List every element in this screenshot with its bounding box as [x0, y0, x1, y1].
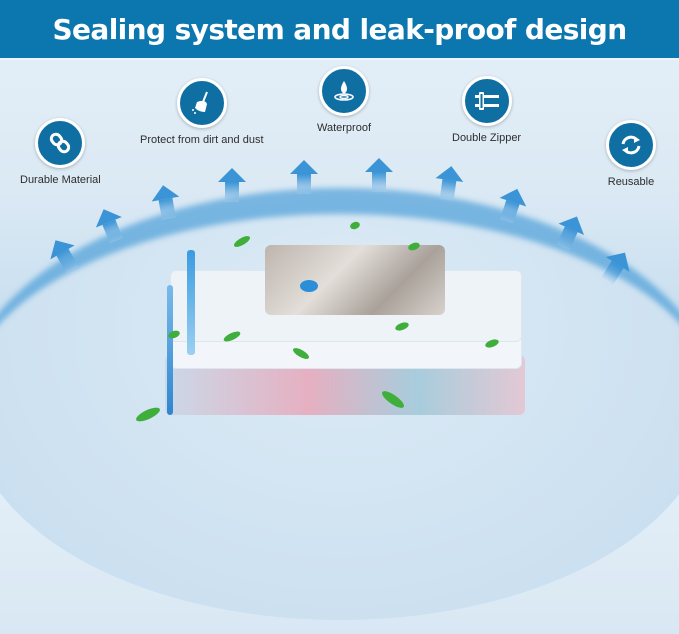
feature-dirt-dust: Protect from dirt and dust [140, 78, 264, 146]
arrow-up-icon [149, 182, 182, 221]
feature-double-zipper: Double Zipper [452, 76, 521, 144]
feature-durable-material: Durable Material [20, 118, 101, 186]
link-chain-icon [35, 118, 86, 168]
vacuum-bags-product-image [165, 245, 525, 420]
zipper-strip [187, 250, 195, 355]
water-drop-icon [319, 66, 369, 116]
feature-label: Protect from dirt and dust [140, 134, 264, 146]
feature-waterproof: Waterproof [317, 66, 371, 134]
valve-icon [300, 280, 318, 292]
recycle-arrows-icon [606, 120, 656, 170]
page-title: Sealing system and leak-proof design [52, 12, 627, 46]
feature-reusable: Reusable [606, 120, 656, 188]
zipper-strip [167, 285, 173, 415]
arrow-up-icon [433, 164, 466, 202]
arrow-up-icon [365, 158, 393, 192]
title-banner: Sealing system and leak-proof design [0, 0, 679, 60]
zipper-icon [461, 76, 512, 126]
feature-label: Durable Material [20, 174, 101, 186]
feature-label: Reusable [607, 176, 655, 188]
feature-label: Waterproof [317, 122, 372, 134]
arrow-up-icon [290, 160, 318, 194]
arrow-up-icon [218, 168, 246, 202]
feature-label: Double Zipper [452, 132, 522, 144]
broom-icon [176, 78, 227, 128]
